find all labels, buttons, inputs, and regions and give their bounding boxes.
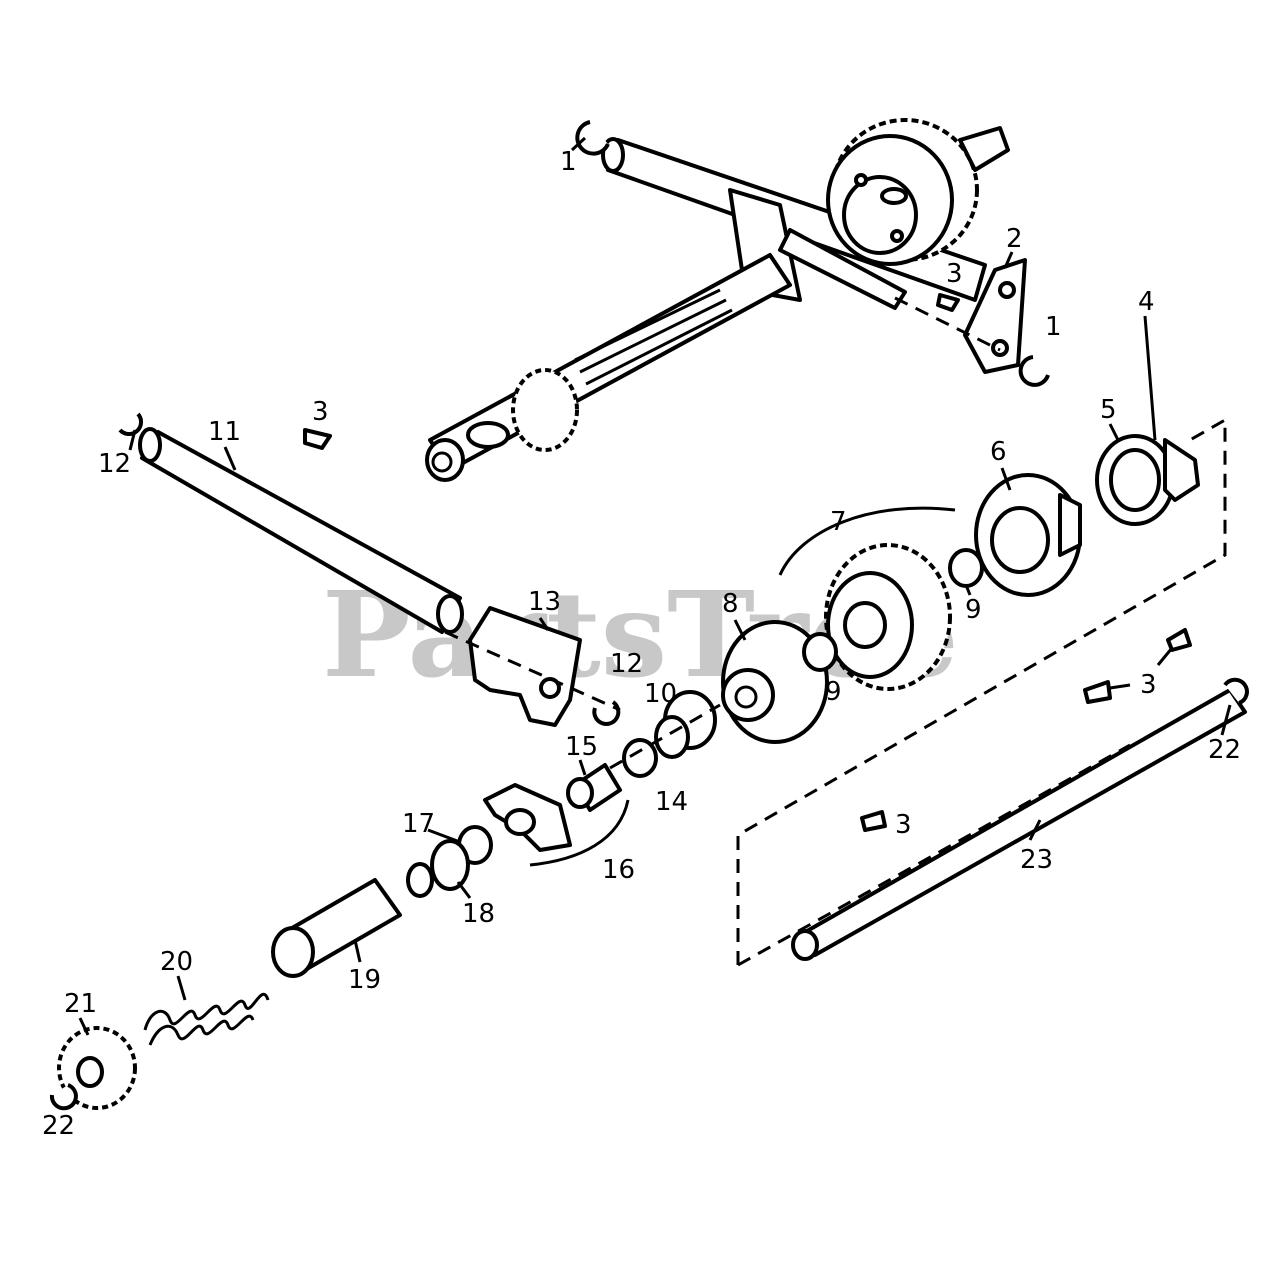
callout-12: 12 [610,649,643,679]
callout-9: 9 [825,677,842,707]
e-clip-right [1018,355,1050,387]
callout-22: 22 [42,1111,75,1141]
callout-3: 3 [895,810,912,840]
callout-7: 7 [830,507,847,537]
callout-8: 8 [722,589,739,619]
callout-13: 13 [528,587,561,617]
callout-labels: 1 2 3 1 3 11 12 4 5 6 7 8 9 9 13 12 10 3… [42,147,1241,1141]
callout-21: 21 [64,989,97,1019]
clutch-cluster [49,434,1200,1111]
callout-12: 12 [98,449,131,479]
callout-1: 1 [560,147,577,177]
callout-16: 16 [602,855,635,885]
callout-19: 19 [348,965,381,995]
callout-17: 17 [402,809,435,839]
worm-thread [574,288,733,386]
callout-18: 18 [462,899,495,929]
snap-ring-12 [118,412,144,437]
callout-14: 14 [655,787,688,817]
shifter-fork-13 [468,606,621,727]
woodruff-key-upper [936,293,960,312]
key-3 [303,428,332,450]
leader-lines [78,136,1232,1036]
callout-5: 5 [1100,395,1117,425]
upper-shaft-assembly [425,118,1050,482]
callout-20: 20 [160,947,193,977]
long-shaft-11 [118,412,464,634]
callout-3: 3 [946,259,963,289]
callout-15: 15 [565,732,598,762]
callout-3: 3 [1140,670,1157,700]
large-gear [826,118,979,266]
callout-22: 22 [1208,735,1241,765]
e-clip-top [575,120,610,156]
callout-4: 4 [1138,287,1155,317]
callout-6: 6 [990,437,1007,467]
shaft-23 [736,417,1249,967]
snap-ring-12b [592,700,621,726]
callout-1: 1 [1045,312,1062,342]
callout-11: 11 [208,417,241,447]
callout-23: 23 [1020,845,1053,875]
callout-10: 10 [644,679,677,709]
callout-3: 3 [312,397,329,427]
callout-2: 2 [1006,224,1023,254]
callout-9: 9 [965,595,982,625]
